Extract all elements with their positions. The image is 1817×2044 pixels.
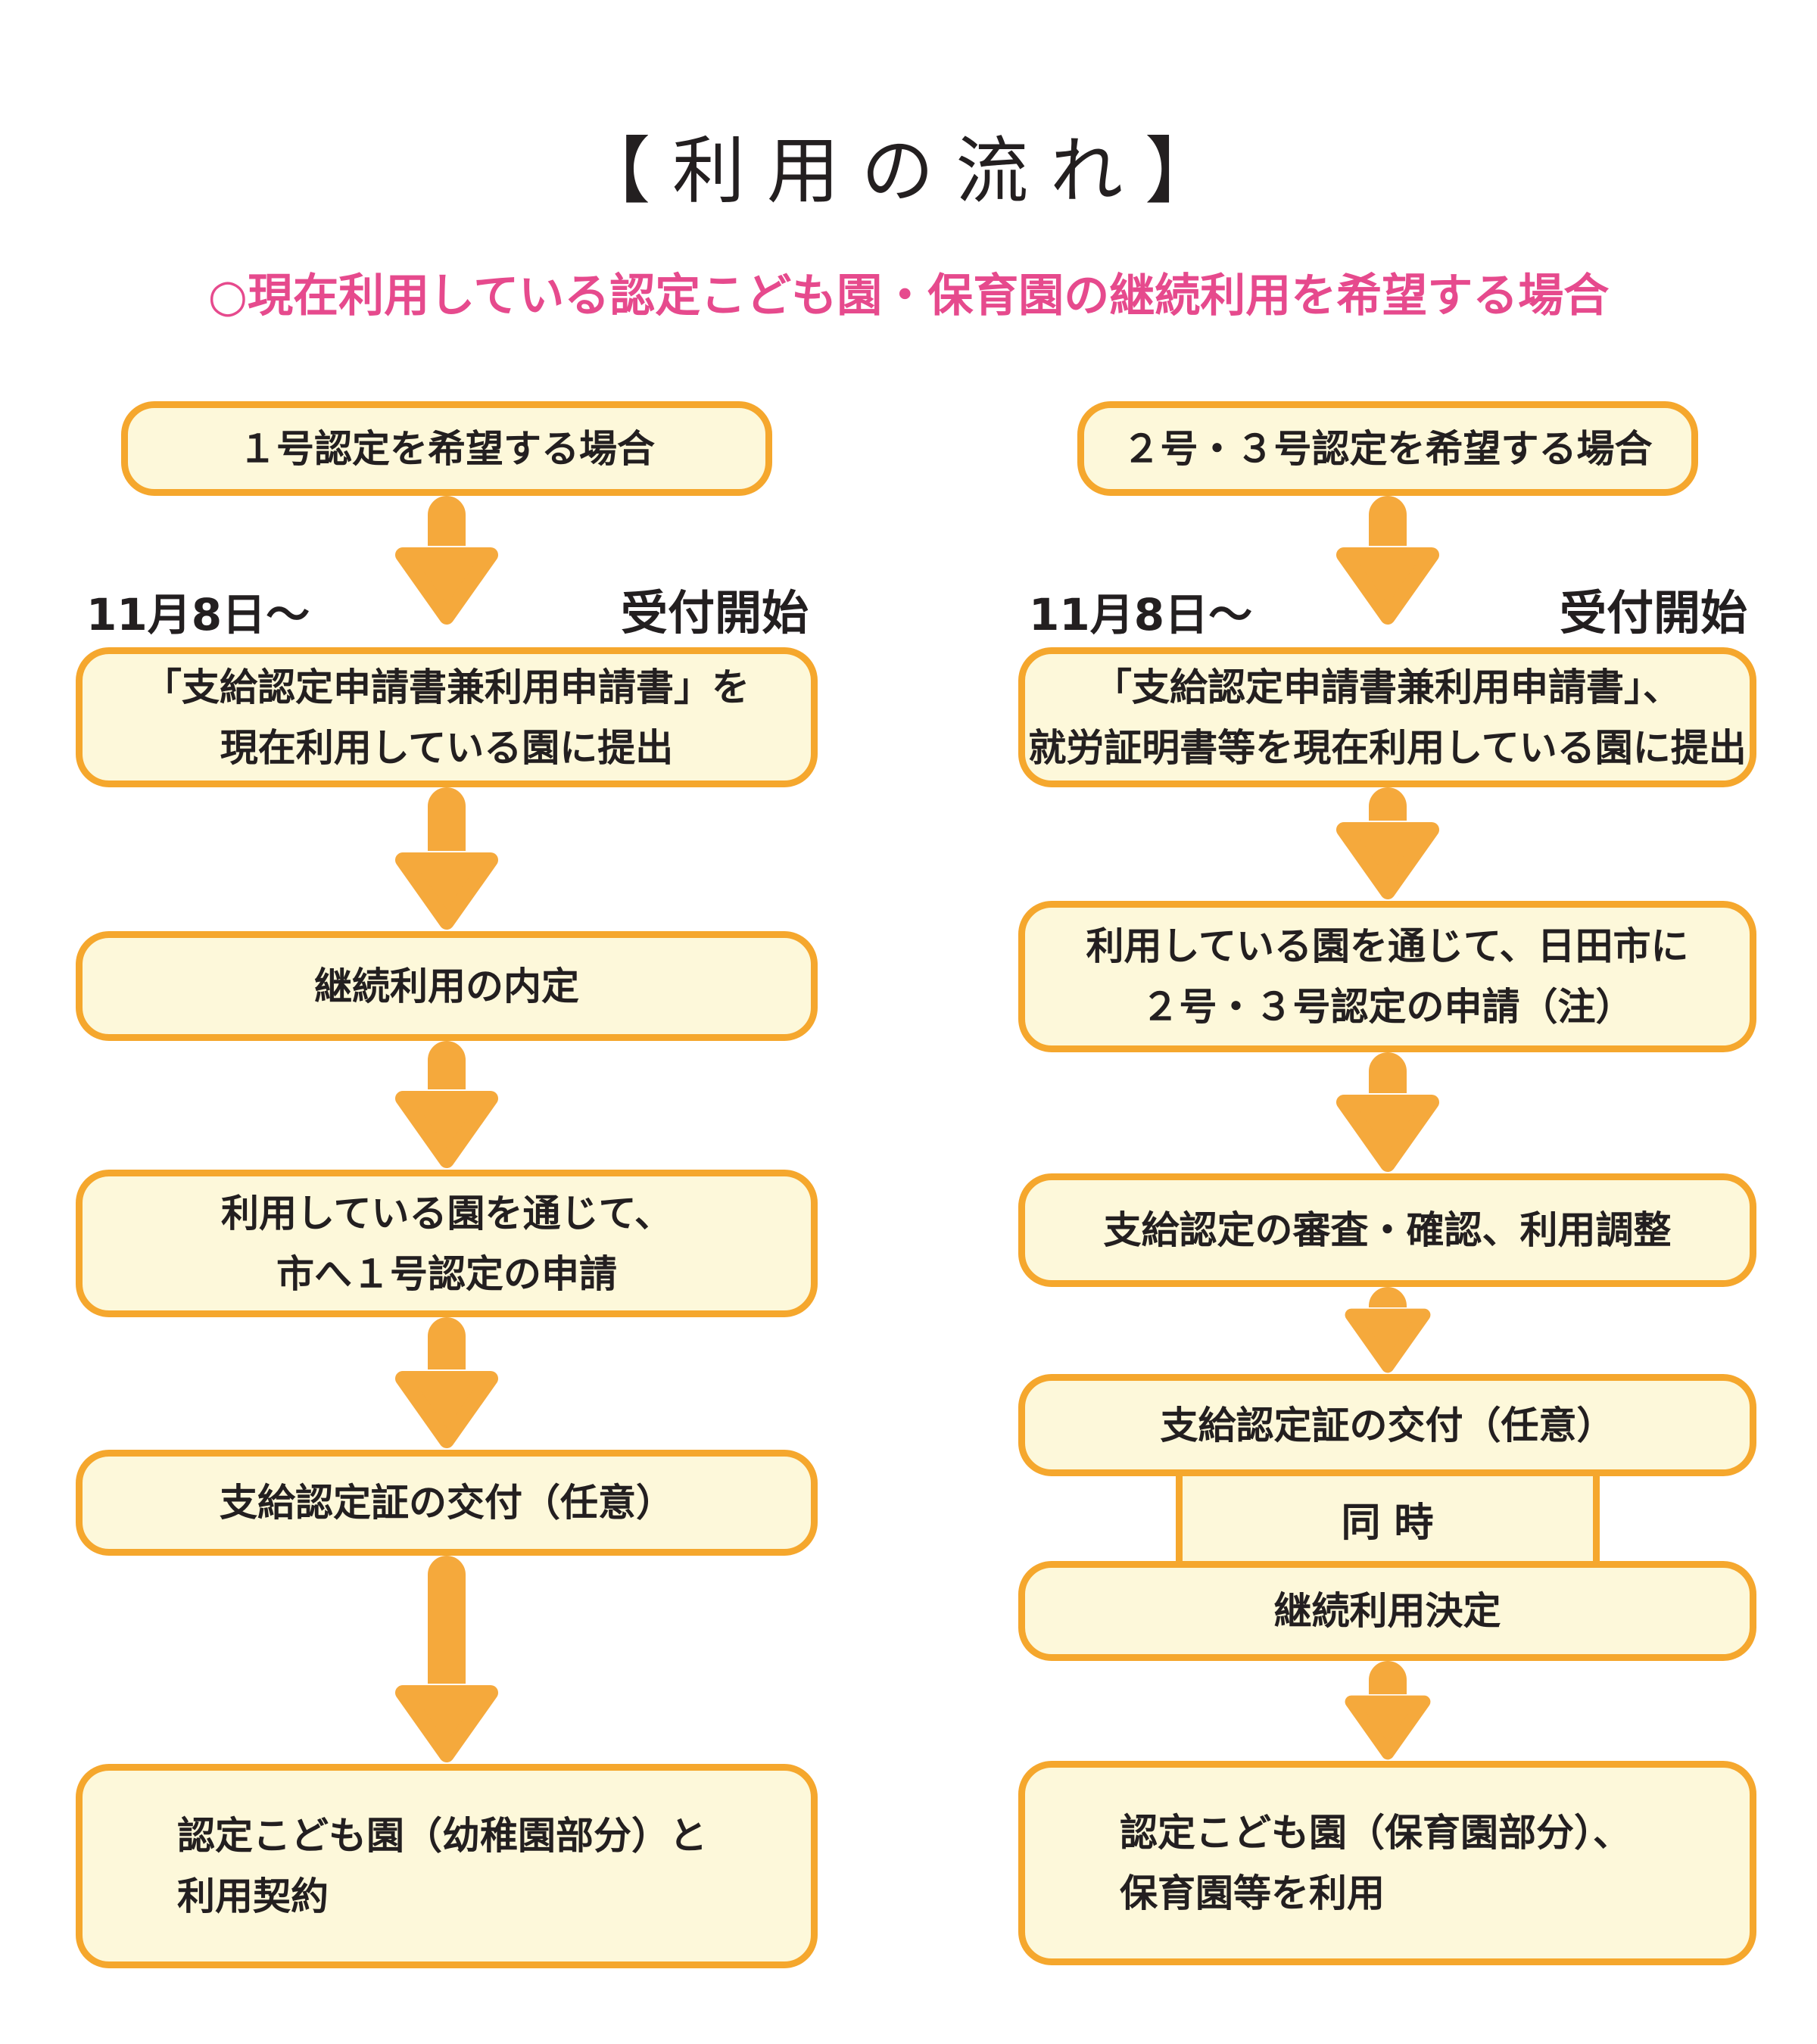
right-start-label: ２号・３号認定を希望する場合 xyxy=(1122,426,1653,471)
arrow-head-icon xyxy=(395,1371,498,1448)
left-gap-4 xyxy=(76,1317,818,1450)
right-submit-line2: 就労証明書等を現在利用している園に提出 xyxy=(1028,725,1747,770)
arrow-head-icon xyxy=(1345,1308,1430,1373)
arrow-head-icon xyxy=(1335,547,1439,625)
arrow-stem xyxy=(428,496,466,546)
arrow-stem xyxy=(428,1556,466,1684)
flow-column-no1: １号認定を希望する場合 11月8日～ 受付開始 「支給認定申請書兼利用申請書」を… xyxy=(76,401,818,1968)
right-use-box: 認定こども園（保育園部分）、 保育園等を利用 xyxy=(1018,1761,1756,1965)
down-arrow-icon xyxy=(1332,1052,1444,1173)
left-gap-reception: 11月8日～ 受付開始 xyxy=(76,496,818,647)
page-subtitle: ○現在利用している認定こども園・保育園の継続利用を希望する場合 xyxy=(207,270,1610,322)
left-contract-line2: 利用契約 xyxy=(177,1874,329,1918)
down-arrow-icon xyxy=(1338,1287,1438,1374)
left-gap-5 xyxy=(76,1556,818,1764)
right-use-line1: 認定こども園（保育園部分）、 xyxy=(1120,1811,1631,1855)
left-submit-box: 「支給認定申請書兼利用申請書」を 現在利用している園に提出 xyxy=(76,647,818,787)
right-submit-box: 「支給認定申請書兼利用申請書」、 就労証明書等を現在利用している園に提出 xyxy=(1018,647,1756,787)
left-submit-line1: 「支給認定申請書兼利用申請書」を xyxy=(144,665,750,709)
right-use-line2: 保育園等を利用 xyxy=(1120,1871,1385,1915)
left-date-label: 11月8日～ xyxy=(86,589,310,640)
left-provisional-label: 継続利用の内定 xyxy=(314,964,579,1008)
right-gap-3 xyxy=(1018,1052,1756,1173)
left-submit-line2: 現在利用している園に提出 xyxy=(220,725,674,770)
right-gap-5 xyxy=(1018,1661,1756,1761)
left-gap-3 xyxy=(76,1041,818,1170)
left-apply-line2: 市へ１号認定の申請 xyxy=(276,1251,617,1296)
left-apply-box: 利用している園を通じて、 市へ１号認定の申請 xyxy=(76,1170,818,1317)
arrow-head-icon xyxy=(1345,1695,1430,1760)
right-gap-2 xyxy=(1018,787,1756,901)
arrow-head-icon xyxy=(1335,822,1439,899)
down-arrow-icon xyxy=(391,1556,503,1764)
arrow-head-icon xyxy=(395,547,498,625)
arrow-head-icon xyxy=(395,1685,498,1762)
down-arrow-icon xyxy=(391,1041,503,1170)
left-accept-start-label: 受付開始 xyxy=(620,585,809,640)
right-gap-4 xyxy=(1018,1287,1756,1374)
simultaneous-connector: 同 時 xyxy=(1175,1476,1600,1561)
arrow-stem xyxy=(428,1041,466,1089)
arrow-stem xyxy=(1368,1052,1407,1093)
right-start-box: ２号・３号認定を希望する場合 xyxy=(1077,401,1698,496)
flow-column-no2-no3: ２号・３号認定を希望する場合 11月8日～ 受付開始 「支給認定申請書兼利用申請… xyxy=(1018,401,1756,1965)
arrow-head-icon xyxy=(395,1091,498,1168)
arrow-stem xyxy=(428,787,466,851)
page-title: 【利用の流れ】 xyxy=(578,129,1239,213)
arrow-stem xyxy=(1368,1287,1407,1307)
right-certificate-box: 支給認定証の交付（任意） xyxy=(1018,1374,1756,1476)
right-apply-line2: ２号・３号認定の申請（注） xyxy=(1141,985,1634,1029)
down-arrow-icon xyxy=(1332,787,1444,901)
left-certificate-box: 支給認定証の交付（任意） xyxy=(76,1450,818,1556)
down-arrow-icon xyxy=(391,787,503,931)
arrow-stem xyxy=(1368,496,1407,546)
down-arrow-icon xyxy=(1332,496,1444,626)
arrow-stem xyxy=(1368,787,1407,821)
right-apply-line1: 利用している園を通じて、日田市に xyxy=(1086,924,1689,968)
down-arrow-icon xyxy=(1338,1661,1438,1761)
right-accept-start-label: 受付開始 xyxy=(1559,585,1747,640)
right-review-box: 支給認定の審査・確認、利用調整 xyxy=(1018,1173,1756,1287)
down-arrow-icon xyxy=(391,496,503,626)
simultaneous-label: 同 時 xyxy=(1341,1500,1434,1546)
right-decision-box: 継続利用決定 xyxy=(1018,1561,1756,1661)
arrow-head-icon xyxy=(1335,1095,1439,1172)
right-submit-line1: 「支給認定申請書兼利用申請書」、 xyxy=(1094,665,1681,709)
right-certificate-label: 支給認定証の交付（任意） xyxy=(1160,1403,1615,1447)
right-gap-reception: 11月8日～ 受付開始 xyxy=(1018,496,1756,647)
left-provisional-box: 継続利用の内定 xyxy=(76,931,818,1041)
left-gap-2 xyxy=(76,787,818,931)
right-date-label: 11月8日～ xyxy=(1029,589,1253,640)
down-arrow-icon xyxy=(391,1317,503,1450)
right-decision-label: 継続利用決定 xyxy=(1273,1589,1501,1633)
left-apply-line1: 利用している園を通じて、 xyxy=(221,1191,672,1235)
left-certificate-label: 支給認定証の交付（任意） xyxy=(220,1481,674,1525)
left-contract-line1: 認定こども園（幼稚園部分）と xyxy=(177,1814,707,1858)
right-review-label: 支給認定の審査・確認、利用調整 xyxy=(1103,1208,1672,1252)
left-start-box: １号認定を希望する場合 xyxy=(121,401,772,496)
arrow-stem xyxy=(1368,1661,1407,1694)
left-start-label: １号認定を希望する場合 xyxy=(238,426,655,471)
arrow-head-icon xyxy=(395,852,498,930)
left-contract-box: 認定こども園（幼稚園部分）と 利用契約 xyxy=(76,1764,818,1968)
right-apply-box: 利用している園を通じて、日田市に ２号・３号認定の申請（注） xyxy=(1018,901,1756,1052)
arrow-stem xyxy=(428,1317,466,1369)
